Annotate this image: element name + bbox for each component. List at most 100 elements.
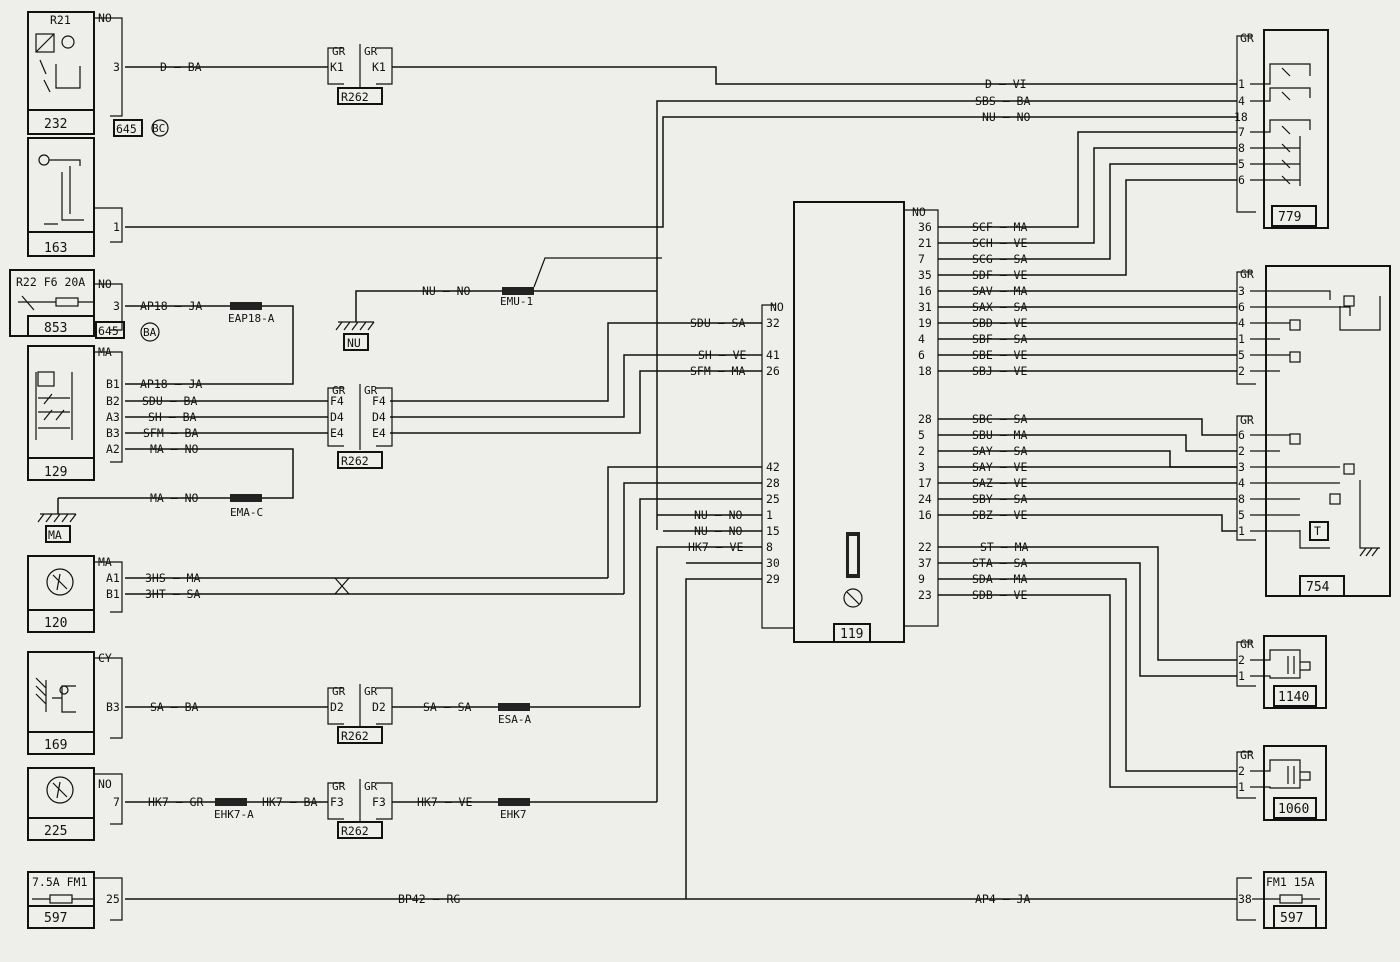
wires [57, 66, 1237, 900]
label-text: 4 [918, 332, 925, 346]
relay-block-r2: GR GR F4 D4 E4 F4 D4 E4 R262 [327, 384, 393, 469]
label-text: 4 [1238, 316, 1245, 330]
label-text: 4 [1238, 94, 1245, 108]
label-text: R21 [50, 13, 71, 27]
label-text: 754 [1306, 580, 1330, 595]
relay-block-r4: GR GR F3 F3 R262 [327, 779, 393, 839]
wire-label: NU — NO [982, 110, 1031, 124]
label-text: 25 [766, 492, 780, 506]
label-text: 7 [1238, 125, 1245, 139]
label-text: 3 [113, 299, 120, 313]
wire-label: SH — VE [698, 348, 747, 362]
wire-label: D — VI [985, 77, 1027, 91]
wire-label: SCH — VE [972, 236, 1027, 250]
label-text: 7.5A FM1 [32, 875, 87, 889]
relay-coil-icon [35, 33, 81, 93]
label-text: 2 [1238, 764, 1245, 778]
relay-block-r1: GR GR K1 K1 R262 [327, 44, 393, 105]
ground-ma: MA [37, 513, 77, 543]
label-text: 18 [1234, 110, 1248, 124]
label-text: R262 [341, 90, 369, 104]
twisted-pair-icon [334, 577, 350, 595]
label-text: 6 [1238, 428, 1245, 442]
connector-icon [846, 532, 860, 578]
wire-label: SBU — MA [972, 428, 1027, 442]
label-text: 120 [44, 616, 67, 631]
wire-label: SAX — SA [972, 300, 1027, 314]
wire-label: SCF — MA [972, 220, 1027, 234]
label-text: 32 [766, 316, 780, 330]
component-232: R21 232 NO 3 645 BC [27, 11, 169, 137]
splices: EAP18-A EMU-1 EMA-C ESA-A EHK7-A EHK7 [214, 257, 662, 821]
sensor-icon [46, 568, 74, 596]
label-text: R22 F6 20A [16, 275, 85, 289]
label-text: 6 [918, 348, 925, 362]
label-text: 36 [918, 220, 932, 234]
label-text: 8 [1238, 141, 1245, 155]
wire-label: NU — NO [694, 524, 743, 538]
wire-label: SDF — VE [972, 268, 1027, 282]
label-text: 5 [918, 428, 925, 442]
label-text: GR [332, 685, 346, 698]
splice-ehk7: EHK7 [498, 798, 530, 821]
label-text: T [1314, 524, 1321, 538]
label-text: BC [152, 122, 165, 135]
label-text: 8 [1238, 492, 1245, 506]
label-text: 19 [918, 316, 932, 330]
label-text: 2 [1238, 444, 1245, 458]
label-text: F3 [372, 795, 386, 809]
label-text: D2 [330, 700, 344, 714]
label-text: EMA-C [230, 506, 263, 519]
label-text: GR [1240, 637, 1254, 651]
label-text: 1 [113, 220, 120, 234]
wire-label: SBZ — VE [972, 508, 1027, 522]
wire-label: SBD — VE [972, 316, 1027, 330]
label-text: 3 [918, 460, 925, 474]
label-text: B3 [106, 700, 120, 714]
component-597-left: 7.5A FM1 597 25 [27, 871, 123, 929]
wire-label: HK7 — BA [262, 795, 317, 809]
splice-emu1: EMU-1 [500, 257, 662, 308]
led-matrix-icon [1250, 290, 1381, 557]
label-text: E4 [372, 426, 386, 440]
label-text: 2 [1238, 653, 1245, 667]
wire-label: SBC — SA [972, 412, 1027, 426]
label-text: 24 [918, 492, 932, 506]
label-text: 119 [840, 627, 863, 642]
label-text: 129 [44, 465, 67, 480]
label-text: 3 [1238, 284, 1245, 298]
label-text: 28 [766, 476, 780, 490]
wire-label: 3HS — MA [145, 571, 200, 585]
label-text: F4 [372, 394, 386, 408]
wire-label: SA — SA [423, 700, 472, 714]
wire-labels: D — BA D — VI SBS — BA NU — NO NU — NO A… [140, 60, 1031, 906]
label-text: 232 [44, 117, 67, 132]
wire-label: HK7 — VE [417, 795, 472, 809]
label-text: 1 [1238, 77, 1245, 91]
label-text: 169 [44, 738, 67, 753]
label-text: GR [364, 685, 378, 698]
label-text: NO [98, 777, 112, 791]
wire-label: SBE — VE [972, 348, 1027, 362]
label-text: 9 [918, 572, 925, 586]
label-text: 23 [918, 588, 932, 602]
label-text: FM1 15A [1266, 875, 1315, 889]
label-text: F4 [330, 394, 344, 408]
label-text: 25 [106, 892, 120, 906]
wire-label: NU — NO [694, 508, 743, 522]
label-text: CY [98, 651, 112, 665]
label-text: 5 [1238, 157, 1245, 171]
wire-label: MA — NO [150, 442, 199, 456]
label-text: 35 [918, 268, 932, 282]
label-text: MA [48, 528, 62, 542]
label-text: 18 [918, 364, 932, 378]
label-text: 15 [766, 524, 780, 538]
label-text: GR [364, 384, 378, 397]
actuator-icon [1250, 649, 1311, 679]
label-text: 7 [113, 795, 120, 809]
label-text: GR [364, 45, 378, 58]
label-text: NO [98, 11, 112, 25]
switch-contacts-icon [35, 371, 73, 440]
label-text: 1 [1238, 780, 1245, 794]
